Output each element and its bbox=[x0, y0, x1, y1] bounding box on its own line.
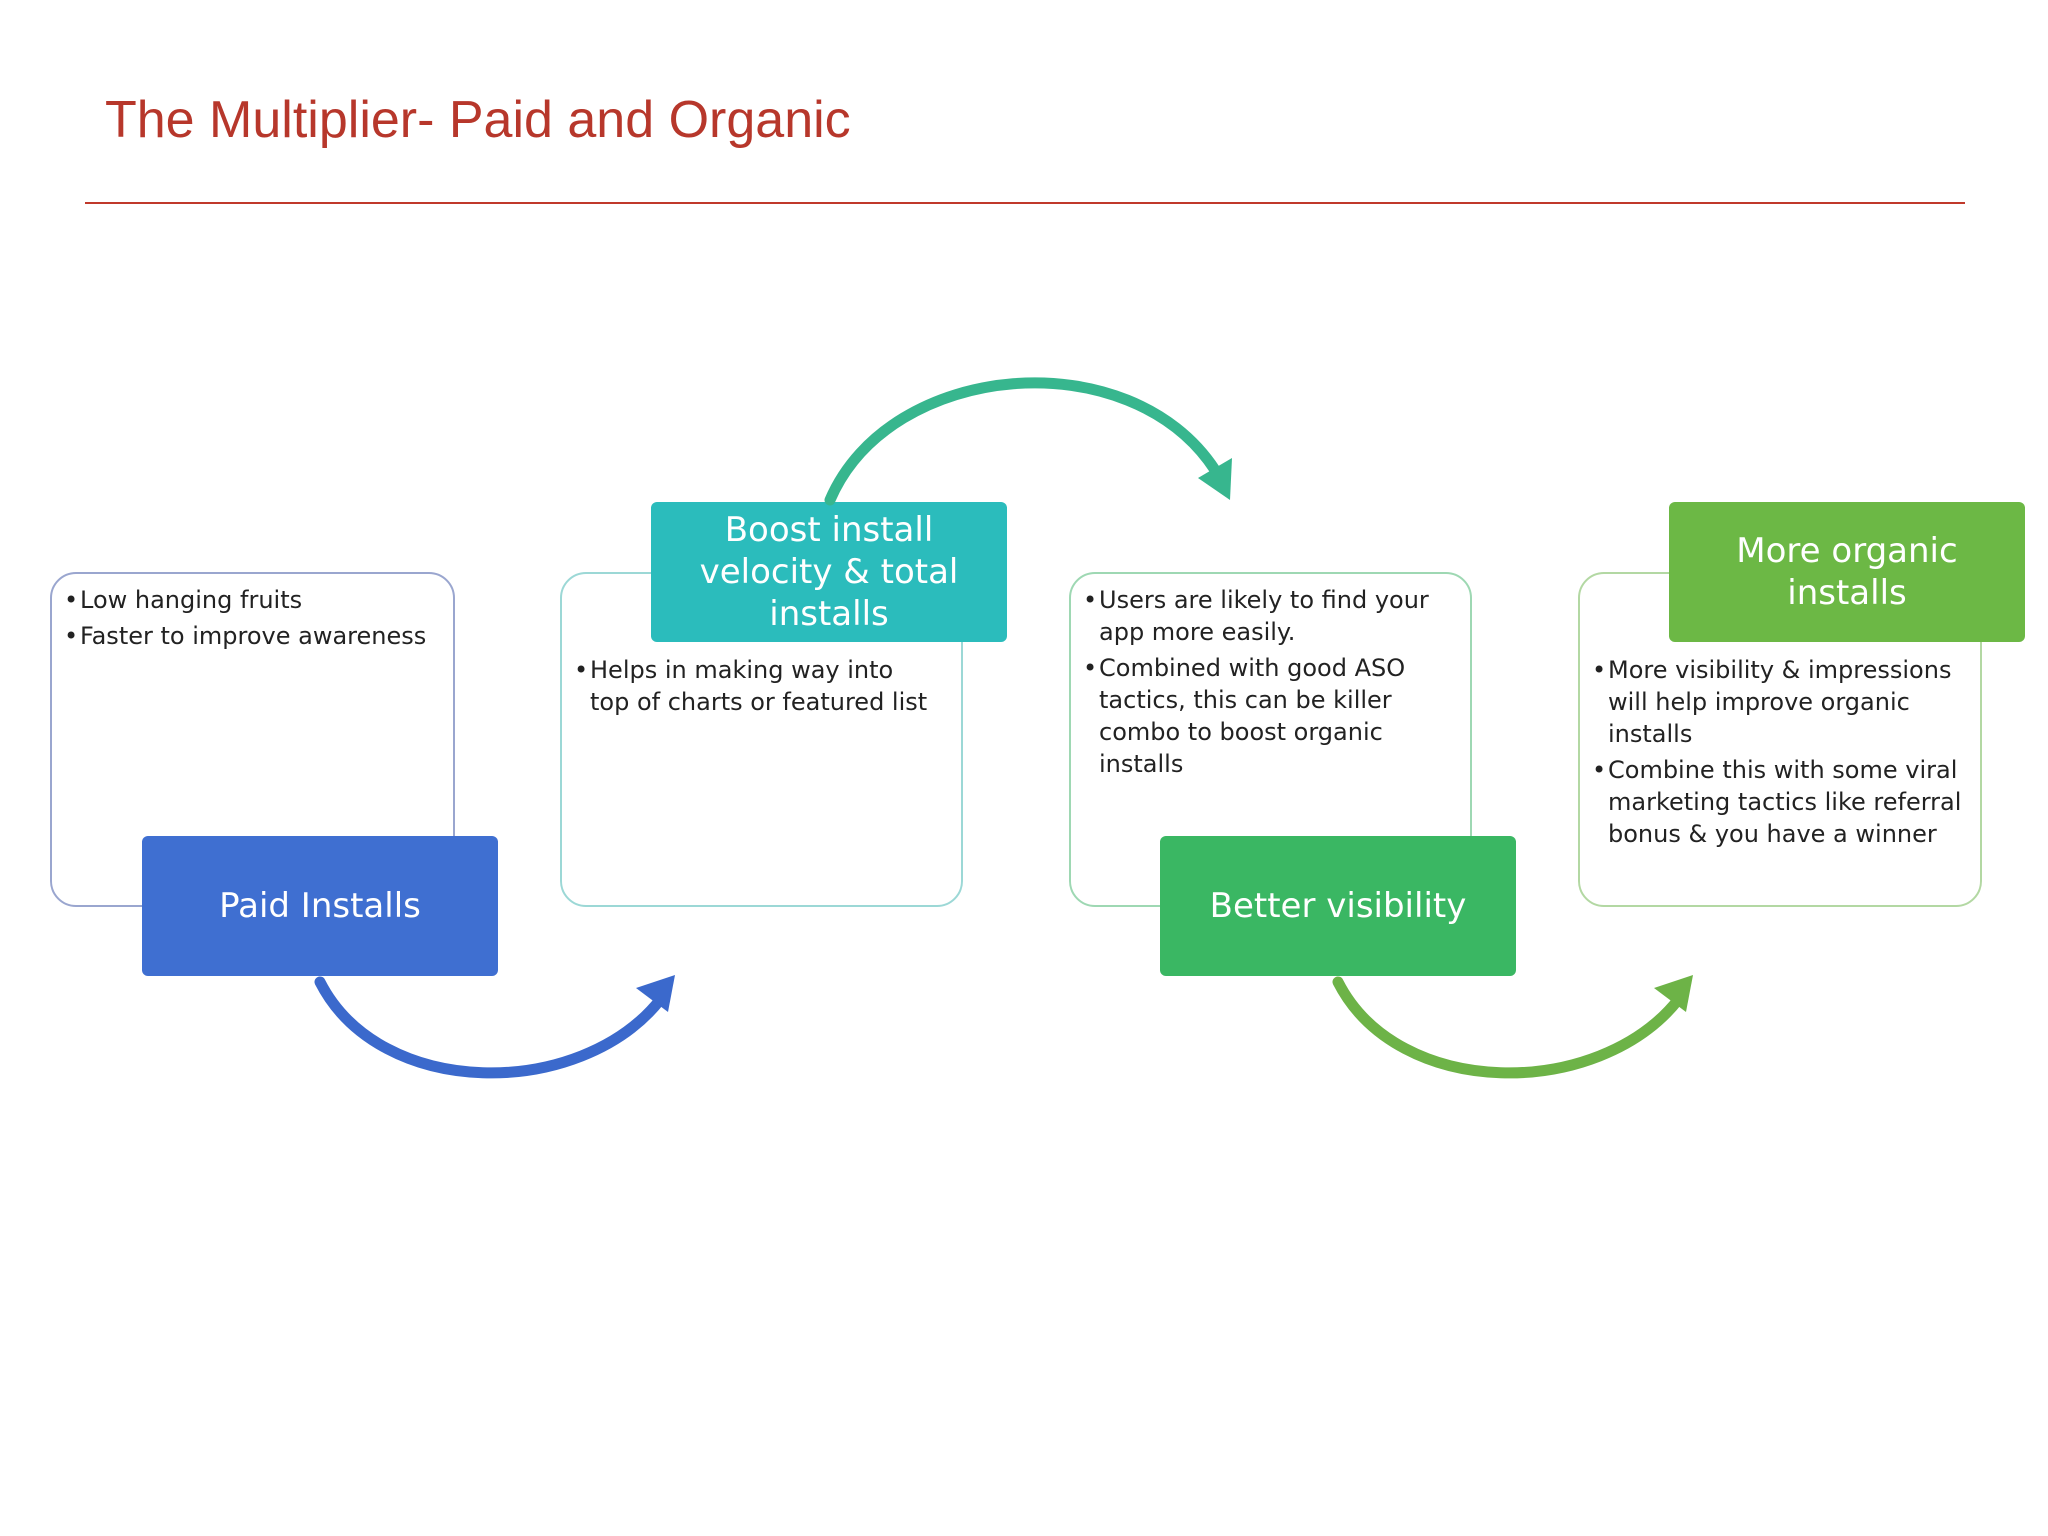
bullet-item: Helps in making way into top of charts o… bbox=[574, 654, 934, 718]
step-better-visibility-box: Users are likely to find your app more e… bbox=[1069, 572, 1472, 907]
step-paid-installs-label: Paid Installs bbox=[142, 836, 498, 976]
bullet-item: Users are likely to find your app more e… bbox=[1083, 584, 1443, 648]
arrow-bottom-blue bbox=[314, 975, 675, 1079]
arrow-top-teal bbox=[824, 377, 1232, 506]
bullet-item: Faster to improve awareness bbox=[64, 620, 444, 652]
bullet-item: Combined with good ASO tactics, this can… bbox=[1083, 652, 1443, 780]
step-better-visibility-label: Better visibility bbox=[1160, 836, 1516, 976]
bullet-item: More visibility & impressions will help … bbox=[1592, 654, 1962, 750]
bullet-item: Combine this with some viral marketing t… bbox=[1592, 754, 1962, 850]
title-divider bbox=[85, 202, 1965, 204]
bullet-item: Low hanging fruits bbox=[64, 584, 444, 616]
step-organic-label: More organic installs bbox=[1669, 502, 2025, 642]
arrow-bottom-green bbox=[1332, 975, 1693, 1079]
step-boost-label: Boost install velocity & total installs bbox=[651, 502, 1007, 642]
slide-title: The Multiplier- Paid and Organic bbox=[105, 91, 851, 149]
